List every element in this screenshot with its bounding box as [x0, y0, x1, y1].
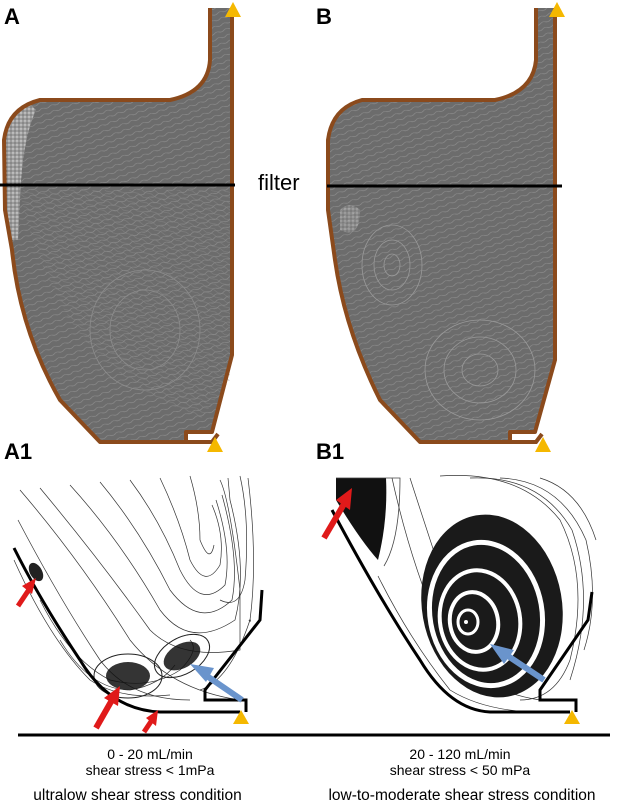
panel-b1-inlet-marker: [564, 710, 580, 724]
panel-a1-red-arrow-3: [141, 710, 158, 734]
panel-b1-wall: [330, 509, 594, 714]
panel-b-inlet-marker: [535, 437, 551, 452]
panel-a-stagnant-zone: [5, 104, 36, 240]
condition-left: ultralow shear stress condition: [33, 787, 242, 804]
filter-label: filter: [258, 170, 300, 195]
panel-a1-inlet-marker: [233, 710, 249, 724]
caption-right-shear: shear stress < 50 mPa: [389, 762, 531, 778]
panel-label-a: A: [4, 4, 20, 29]
panel-a1-wall: [12, 547, 264, 714]
panel-a-inlet-marker: [207, 437, 223, 452]
caption-left: 0 - 20 mL/min shear stress < 1mPa: [40, 746, 260, 778]
panel-b-wall: [326, 8, 557, 444]
panel-a-outlet-marker: [225, 2, 241, 17]
panel-label-a1: A1: [4, 439, 33, 464]
panel-b-outlet-marker: [549, 2, 565, 17]
panel-label-b: B: [316, 4, 332, 29]
panel-label-b1: B1: [316, 439, 345, 464]
panel-a1-red-arrow-2: [93, 686, 120, 730]
panel-b1-corner-vortex: [336, 477, 401, 567]
panel-b1-main-vortex: [421, 514, 563, 698]
caption-right-flow: 20 - 120 mL/min: [409, 746, 511, 762]
panel-b-lower-vortex: [424, 319, 536, 421]
panel-b1-blue-arrow: [490, 644, 546, 683]
caption-right: 20 - 120 mL/min shear stress < 50 mPa: [350, 746, 570, 778]
condition-right: low-to-moderate shear stress condition: [328, 787, 596, 804]
panel-a-wall: [2, 8, 234, 444]
panel-a1-blue-arrow: [190, 664, 244, 703]
panel-a1-red-arrow-1: [15, 578, 36, 608]
panel-b-vessel: [326, 8, 557, 444]
panel-a1-vortex-cores: [28, 562, 210, 699]
panel-b-upper-vortex: [361, 224, 423, 306]
panel-a-vessel: [2, 8, 234, 444]
panel-b1-red-arrow: [321, 488, 352, 540]
caption-left-shear: shear stress < 1mPa: [85, 762, 215, 778]
caption-left-flow: 0 - 20 mL/min: [107, 746, 193, 762]
